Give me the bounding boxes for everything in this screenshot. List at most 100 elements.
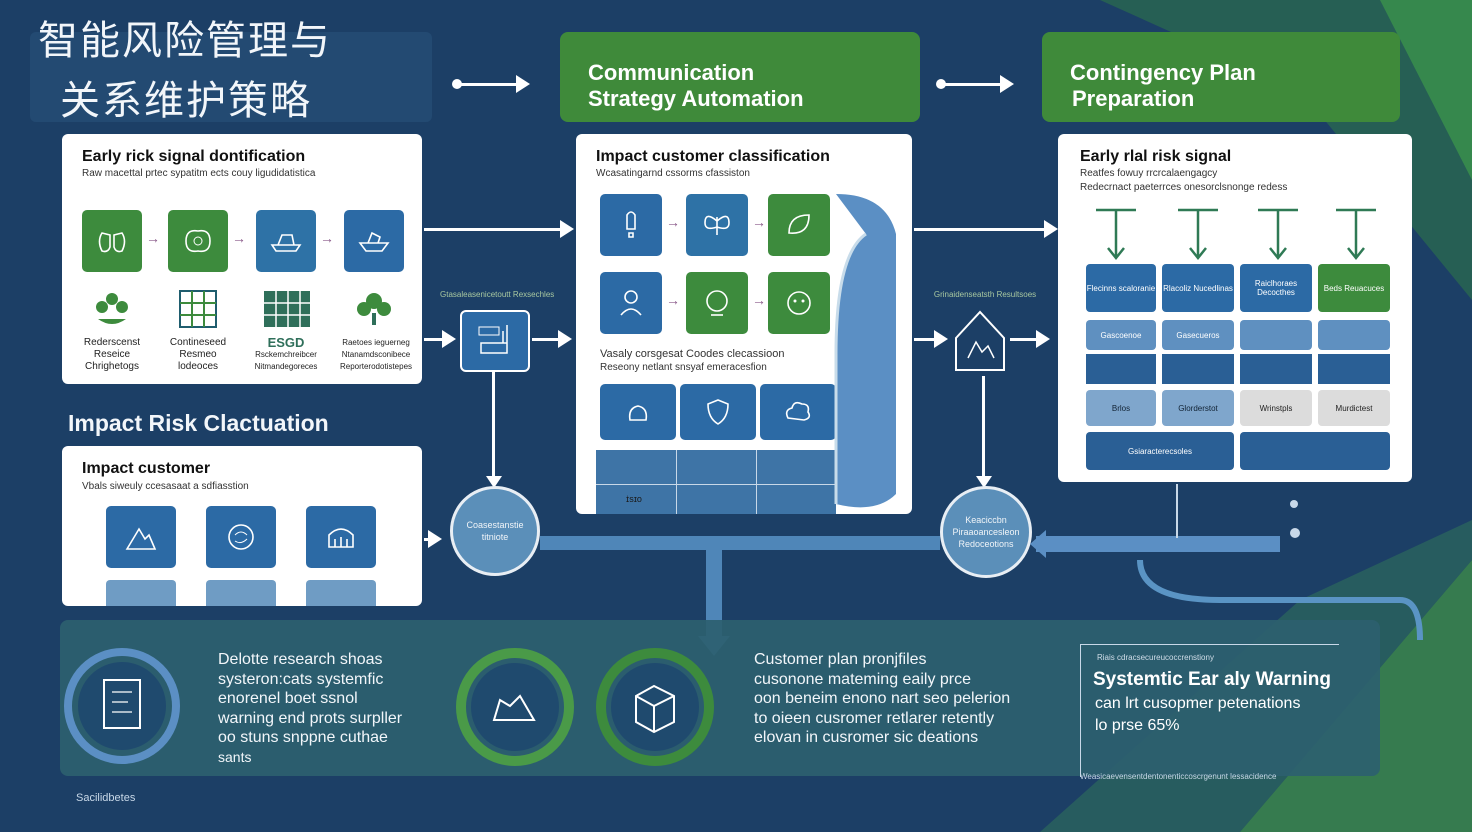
warning-line2: can lrt cusopmer petenations: [1095, 695, 1301, 712]
page-title-line2: 关系维护策略: [60, 78, 312, 124]
house-ring-icon: [456, 648, 574, 766]
person-icon: [600, 272, 662, 334]
mountain-icon: [106, 506, 176, 568]
table-icon: [264, 291, 310, 327]
grid-cell: Wrinstpls: [1240, 390, 1312, 426]
dot-icon: [1290, 500, 1298, 508]
grid-block: [1162, 354, 1234, 384]
box-ring-icon: [596, 648, 714, 766]
contingency-line2: Preparation: [1072, 86, 1195, 111]
down-arrow-icon: [976, 476, 992, 488]
risk-card-sub2: Redecrnact paeterrces onesorclsnonge red…: [1080, 182, 1288, 193]
hand-icon: [600, 384, 676, 440]
network-node-icon: [460, 310, 530, 372]
contingency-header: Contingency Plan Preparation: [1042, 32, 1400, 122]
grid-cell: Murdictest: [1318, 390, 1390, 426]
corner-label: Sacilidbetes: [76, 792, 136, 804]
early-card-subtitle: Raw macettal prtec sypatitm ects couy li…: [82, 168, 316, 179]
warning-small: Riais cdracsecureucoccrenstiony: [1097, 653, 1214, 662]
boat-icon: [344, 210, 404, 272]
page-curl-decoration: [834, 194, 896, 508]
connector-arrow: [532, 330, 572, 348]
warning-footer: Weasicaevensentdentonenticcoscrgenunt le…: [1080, 772, 1277, 781]
classification-footer: ɪ̇sɪo: [596, 450, 836, 514]
footer-cell-label: ɪ̇sɪo: [626, 494, 642, 504]
classification-mid1: Vasaly corsgesat Coodes clecassioon: [600, 348, 785, 360]
warning-line3: lo prse 65%: [1095, 717, 1180, 734]
bottom-panel: [60, 620, 1380, 776]
contingency-line1: Contingency Plan: [1070, 60, 1256, 85]
impact-bar-2: [206, 580, 276, 606]
title-arrow: [452, 75, 530, 93]
connector-arrow: [914, 220, 1058, 238]
connector-arrow: [424, 220, 574, 238]
document-icon: [64, 648, 180, 764]
building-icon: [306, 506, 376, 568]
warning-box: Riais cdracsecureucoccrenstiony Systemti…: [1080, 644, 1339, 777]
grid-cell: Gasecueros: [1162, 320, 1234, 350]
grid-cell: Glorderstot: [1162, 390, 1234, 426]
grid-cell: Raiclhoraes Decocthes: [1240, 264, 1312, 312]
leaf-icon: [768, 194, 830, 256]
classification-card: Impact customer classification Wcasating…: [576, 134, 912, 514]
arrow-icon: →: [320, 230, 334, 246]
lamp-icon: [600, 194, 662, 256]
classification-subtitle: Wcasatingarnd cssorms cfassiston: [596, 168, 750, 179]
arrow-icon: →: [752, 214, 766, 230]
down-pipe: [706, 540, 722, 640]
cloud-icon: [760, 384, 836, 440]
impact-section-label: Impact Risk Clactuation: [68, 410, 329, 436]
right-node-label: Grinaidenseatsth Resultsoes: [933, 290, 1037, 299]
grid-block: [1240, 432, 1390, 470]
grid-block: [1318, 354, 1390, 384]
down-arrows-icon: [1096, 208, 1376, 261]
connector-arrow: [1010, 330, 1050, 348]
warning-title: Systemtic Ear aly Warning: [1093, 669, 1331, 690]
communication-line2: Strategy Automation: [588, 86, 804, 111]
early-risk-card: Early rick signal dontification Raw mace…: [62, 134, 422, 384]
left-arrow-icon: [1030, 530, 1046, 558]
dot-icon: [1290, 528, 1300, 538]
communication-header: Communication Strategy Automation: [560, 32, 920, 122]
arrow-icon: →: [666, 214, 680, 230]
title-banner: 智能风险管理与 关系维护策略: [30, 18, 432, 124]
grid-cell: [1240, 320, 1312, 350]
face-icon: [768, 272, 830, 334]
organ-icon: [168, 210, 228, 272]
grid-icon: [179, 290, 217, 328]
classification-title: Impact customer classification: [596, 148, 830, 165]
grid-cell: [1318, 320, 1390, 350]
grid-cell: Gascoenoe: [1086, 320, 1156, 350]
brain-icon: [206, 506, 276, 568]
grid-cell: Beds Reuacuces: [1318, 264, 1390, 312]
grid-cell: Gsiaracterecsoles: [1086, 432, 1234, 470]
grid-cell: Brlos: [1086, 390, 1156, 426]
early-card-title: Early rick signal dontification: [82, 148, 306, 165]
connector-arrow: [424, 530, 442, 548]
risk-connector: [1176, 484, 1178, 538]
tree-icon: [357, 293, 391, 325]
impact-card-title: Impact customer: [82, 460, 211, 477]
communication-line1: Communication: [588, 60, 755, 85]
impact-bar-1: [106, 580, 176, 606]
connector-arrow: [424, 330, 456, 348]
grid-cell: Rlacoliz Nucedlinas: [1162, 264, 1234, 312]
impact-bar-3: [306, 580, 376, 606]
left-node-label: Gtasaleasenicetoutt Rexsechles: [440, 290, 555, 299]
impact-card-subtitle: Vbals siweuly ccesasaat a sdfiasstion: [82, 481, 249, 492]
arrow-icon: →: [752, 292, 766, 308]
comm-arrow: [936, 75, 1014, 93]
plant-icon: [96, 293, 128, 324]
arrow-icon: →: [146, 230, 160, 246]
down-connector: [492, 370, 495, 480]
impact-customer-card: Impact customer Vbals siweuly ccesasaat …: [62, 446, 422, 606]
ship-icon: [256, 210, 316, 272]
classification-mid2: Reseony netlant snsyaf emeracesfion: [600, 362, 767, 373]
